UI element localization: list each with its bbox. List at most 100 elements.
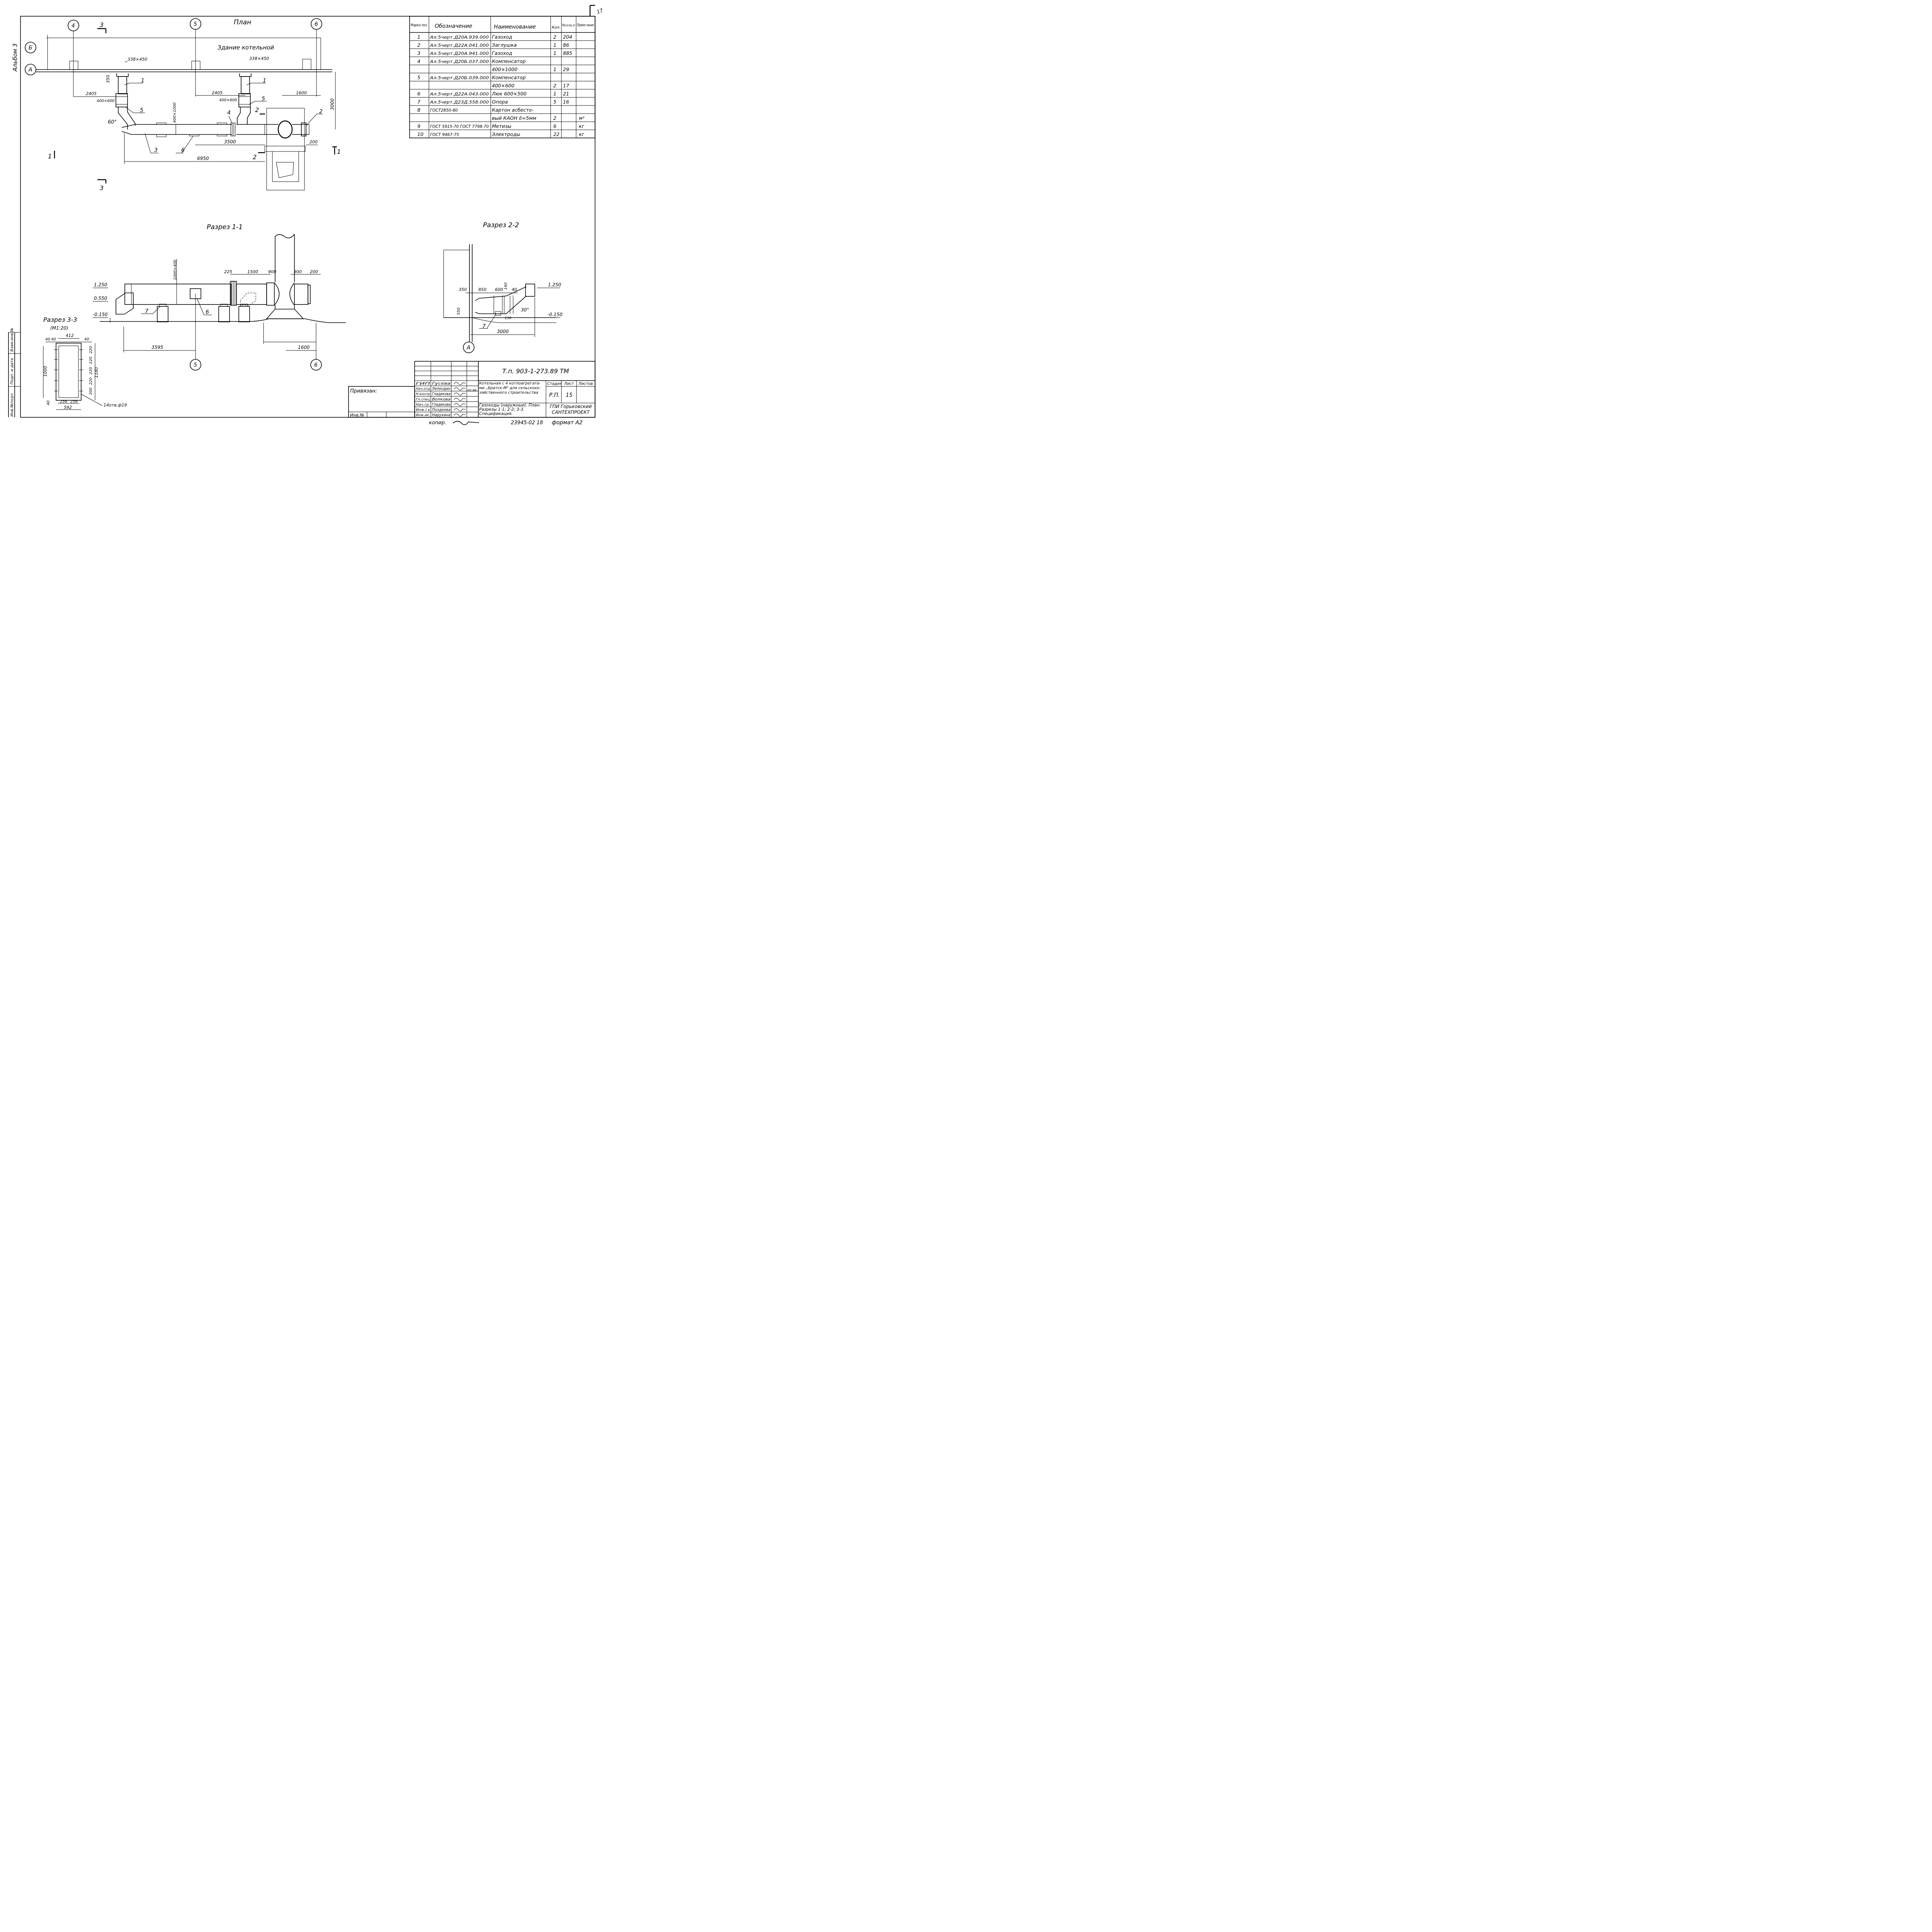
dim-600: 600 <box>495 287 503 292</box>
section-2-2: Разрез 2-2 350 850 600 160 40 1.250 -0.1… <box>443 221 563 353</box>
dim-1500: 1500 <box>247 269 258 274</box>
axis-A-label: А <box>28 67 32 73</box>
stamp-name: Гладикова <box>432 403 451 407</box>
spec-cell: 86 <box>563 42 569 48</box>
dim-220-4: 220 <box>89 378 93 385</box>
dim-900-a: 900 <box>268 269 276 274</box>
dim-160: 160 <box>504 282 508 290</box>
dim-40-s22: 40 <box>512 287 517 292</box>
dim-550: 550 <box>457 308 461 315</box>
dim-40-c: 40 <box>84 337 89 342</box>
spec-cell: Ал.5черт.Д22А.041.000 <box>430 43 489 48</box>
axis-5-s11 <box>190 359 201 371</box>
spec-cell: Электроды <box>492 131 520 137</box>
callout-1-left: 1 <box>141 78 145 84</box>
axis-B-label: Б <box>29 45 32 51</box>
stamp-code: Т.п. 903-1-273.89 ТМ <box>502 367 569 375</box>
dim-900-b: 900 <box>294 269 302 274</box>
spec-h-mark: Марка поз. <box>411 23 428 27</box>
dim-6950: 6950 <box>197 156 209 161</box>
dim-1000: 1000 <box>43 366 48 377</box>
dim-412: 412 <box>66 333 74 338</box>
signature-mark <box>454 387 466 391</box>
spec-cell: Ал.5черт.Д20Б.039.000 <box>430 76 489 80</box>
specification-table: Марка поз. Обозначение Наименование Кол.… <box>409 16 595 138</box>
axis-A-s22-label: А <box>466 345 471 351</box>
spec-cell: Ал.5черт.Д20А.939.000 <box>430 35 489 40</box>
callout-5-left: 5 <box>140 107 143 114</box>
spec-cell: 9 <box>417 123 420 129</box>
section-2-2-title: Разрез 2-2 <box>483 221 519 229</box>
spec-cell: вый КАОН δ=5мм <box>492 115 536 121</box>
dim-220-1: 220 <box>89 346 93 354</box>
stamp-role: Нач.гр. <box>416 403 430 407</box>
spec-cell: 21 <box>563 91 569 97</box>
spec-cell: Люк 600×500 <box>492 91 527 97</box>
copied-by: копир. <box>429 420 446 426</box>
dim-220-2: 220 <box>89 357 93 364</box>
stamp-project: Котельная с 4 котлоагрегата-ми „Братск-М… <box>479 381 541 395</box>
stamp-name: Лепендин <box>432 387 451 391</box>
spec-cell: 6 <box>417 91 420 97</box>
sheet-footer: копир. 23945-02 18 формат А2 <box>429 420 583 426</box>
spec-cell: 16 <box>563 99 569 105</box>
dim-40-b: 40 <box>51 337 56 342</box>
stamp-role: Нач.отд <box>416 387 430 391</box>
callout-3: 3 <box>154 147 158 153</box>
spec-cell: 1 <box>417 34 420 40</box>
strip-vzam: Взам.инв.№ <box>10 328 14 352</box>
sec-1-right: 1 <box>337 148 341 155</box>
signature-mark <box>454 393 466 396</box>
dim-225: 225 <box>224 269 232 274</box>
spec-h-name: Наименование <box>494 24 536 30</box>
spec-cell: 29 <box>563 66 569 72</box>
stamp-name: Поздеева <box>432 408 451 412</box>
footer-code: 23945-02 18 <box>511 420 543 426</box>
spec-cell: 885 <box>563 50 572 56</box>
dim-1600-s11: 1600 <box>298 345 310 350</box>
level-m0150: -0.150 <box>93 312 108 317</box>
dim-150: 150 <box>505 316 511 320</box>
spec-cell: кг <box>579 131 585 137</box>
building-label: Здание котельной <box>218 44 274 51</box>
dim-350-s22: 350 <box>459 287 467 292</box>
stamp-bound: Привязан: <box>350 388 377 394</box>
spec-cell: 17 <box>563 83 569 88</box>
spec-cell: 2 <box>553 34 556 40</box>
callout-1-right: 1 <box>263 78 266 84</box>
spec-cell: 204 <box>563 34 572 40</box>
callout-5-right: 5 <box>262 96 265 102</box>
sec-2-top: 3 <box>100 21 104 29</box>
spec-cell: Картон асбесто- <box>492 107 534 113</box>
dim-40-d: 40 <box>46 400 51 405</box>
dim-3000-s22: 3000 <box>497 329 509 334</box>
dim-350: 350 <box>105 75 111 83</box>
stamp-name: Гусева <box>432 382 451 386</box>
spec-cell: 4 <box>417 58 420 64</box>
spec-cell: Ал.5черт.Д23Д.558.000 <box>430 100 489 105</box>
section-3-3-scale: (М1:20) <box>50 325 68 331</box>
spec-cell: 7 <box>417 99 420 105</box>
spec-h-designation: Обозначение <box>435 23 472 29</box>
chimney-foundation <box>264 108 306 190</box>
section-1-1-title: Разрез 1-1 <box>207 223 243 231</box>
spec-cell: 3 <box>417 50 420 56</box>
spec-cell: 8 <box>417 107 420 113</box>
signature-mark <box>454 413 466 417</box>
spec-cell: 2 <box>553 83 556 88</box>
spec-cell: 5 <box>417 75 420 80</box>
stamp-sheet-h: Лист <box>564 382 575 386</box>
spec-cell: ГОСТ 5915-70 ГОСТ 7798-70 <box>430 124 489 129</box>
axis-6-label: 6 <box>315 21 318 27</box>
level-m0150-s22: -0.150 <box>548 312 563 317</box>
page-number: 17 <box>596 8 604 15</box>
axis-5-s11-label: 5 <box>194 362 197 368</box>
dim-400x600-b: 400×600 <box>219 98 237 102</box>
stamp-name: Волкова <box>432 397 451 401</box>
dim-400x1000: 400×1000 <box>173 102 177 123</box>
signature-mark <box>454 403 466 406</box>
drawing-sheet: 17 Альбом 3 Инв.№подл. Подп. и дата Взам… <box>8 5 604 426</box>
level-1250-s22: 1.250 <box>548 282 561 287</box>
spec-cell: ГОСТ 9467-75 <box>430 133 459 137</box>
